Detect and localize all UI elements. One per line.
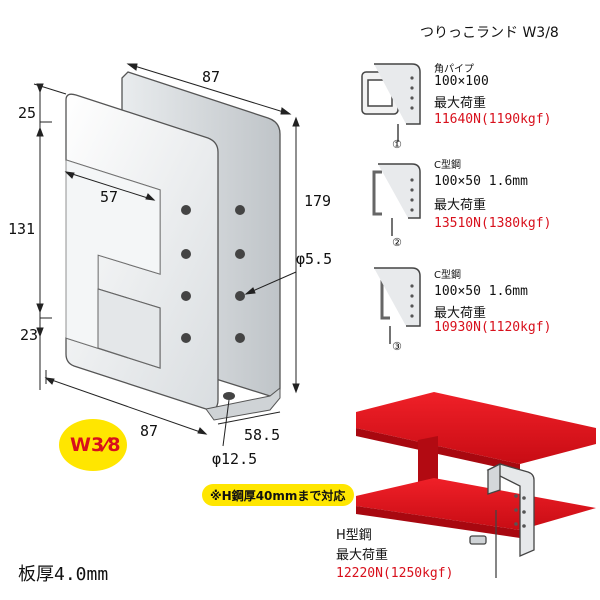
spec-3-size: 100×50 1.6mm (434, 284, 528, 299)
dim-inner-opening: 57 (100, 188, 119, 206)
dim-hole-diameter: φ5.5 (296, 250, 333, 268)
hole (235, 205, 245, 215)
bracket-drawing (65, 71, 281, 421)
h-beam-note-shape (202, 484, 354, 506)
hole-grid (181, 205, 245, 343)
spec-3-load-label: 最大荷重 (434, 306, 487, 321)
product-title: つりっこランド W3/8 (420, 25, 559, 41)
plate-thickness: 板厚4.0mm (18, 564, 109, 585)
clamp-icon-2 (372, 163, 421, 236)
hole (235, 291, 245, 301)
spec-1-profile: 角パイプ (434, 64, 474, 75)
hole (181, 249, 191, 259)
spec-3-profile: C型鋼 (434, 270, 461, 281)
h-beam-note: ※H鋼厚40mmまで対応 (210, 489, 346, 503)
dim-top-width: 87 (202, 68, 221, 86)
bracket-bottom-lip (97, 288, 161, 369)
dim-inner-height: 131 (8, 220, 36, 238)
spec-2-marker: ② (392, 236, 402, 249)
bracket-base (205, 386, 281, 421)
spec-1-load-label: 最大荷重 (434, 96, 487, 111)
spec-2-load-label: 最大荷重 (434, 198, 487, 213)
dim-bottom-width: 87 (140, 422, 159, 440)
dim-depth: 58.5 (244, 426, 281, 444)
hole (181, 205, 191, 215)
hole (235, 333, 245, 343)
dim-height-total: 179 (304, 192, 332, 210)
spec-2-load: 13510N(1380kgf) (434, 216, 552, 231)
bolt-hole (223, 392, 235, 400)
h-beam-load-label: 最大荷重 (336, 548, 389, 563)
h-beam-load: 12220N(1250kgf) (336, 566, 454, 581)
hole (235, 249, 245, 259)
spec-3-marker: ③ (392, 340, 402, 353)
h-beam-drawing (356, 392, 596, 538)
spec-1-size: 100×100 (434, 74, 489, 89)
hole (181, 333, 191, 343)
hole (181, 291, 191, 301)
clamp-icon-1 (361, 63, 421, 142)
spec-1-marker: ① (392, 138, 402, 151)
h-beam-clamp (469, 462, 535, 578)
spec-2-profile: C型鋼 (434, 160, 461, 171)
w38-badge-label: W3⁄8 (70, 434, 121, 456)
h-beam-top-flange (356, 392, 596, 464)
h-beam-bottom-flange (356, 478, 596, 530)
w38-badge-shape (59, 419, 127, 471)
spec-2-size: 100×50 1.6mm (434, 174, 528, 189)
spec-3-load: 10930N(1120kgf) (434, 320, 552, 335)
dim-bolt-diameter: φ12.5 (212, 450, 258, 468)
dim-lower-flange: 23 (20, 326, 39, 344)
h-beam-profile: H型鋼 (336, 528, 372, 543)
clamp-icon-3 (374, 267, 421, 344)
spec-1-load: 11640N(1190kgf) (434, 112, 552, 127)
dim-upper-flange: 25 (18, 104, 37, 122)
dimension-lines (33, 63, 300, 447)
